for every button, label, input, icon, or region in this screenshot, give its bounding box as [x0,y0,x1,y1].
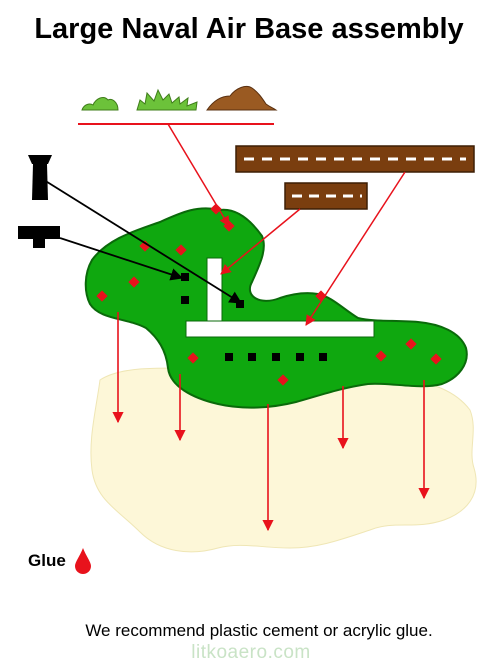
vegetation-arrow [167,123,230,227]
bush-icon [81,97,119,111]
short-runway-arrow [220,208,301,275]
tower-arrow [43,179,243,304]
runway-short-piece [284,182,368,210]
runway-horizontal-slot [185,320,375,338]
page-title: Large Naval Air Base assembly [34,13,463,45]
mount-points [181,273,327,361]
glue-recommendation: We recommend plastic cement or acrylic g… [85,621,432,640]
glue-drop-icon [75,548,91,574]
hill-icon [206,85,278,111]
glue-label: Glue [28,551,66,570]
long-runway-arrow [305,171,406,326]
control-tower-icon [28,155,52,200]
island [84,207,468,409]
runway-long-piece [235,145,475,173]
website-watermark: litkoaero.com [191,642,311,663]
placement-arrows [112,312,430,532]
tree-cluster-icon [136,88,198,111]
antenna-arrow [59,237,184,281]
antenna-icon [18,226,60,248]
